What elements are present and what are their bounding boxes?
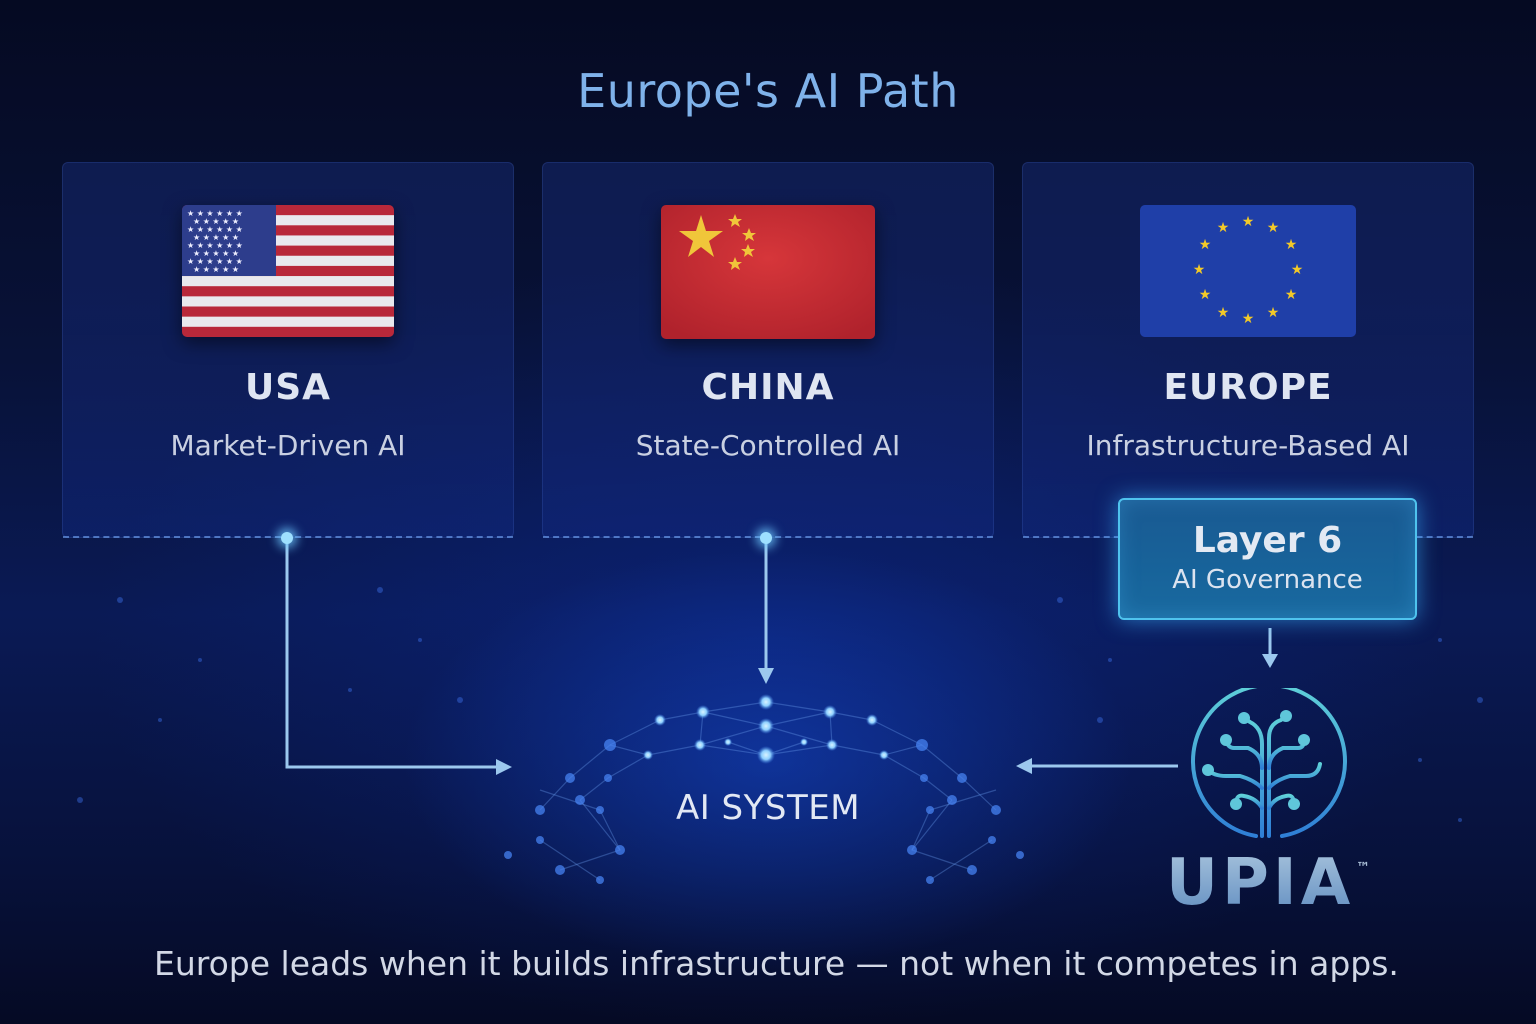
svg-text:★: ★ [1285, 237, 1298, 253]
card-china: CHINA State-Controlled AI [542, 162, 994, 538]
svg-text:★: ★ [1217, 305, 1230, 321]
card-subtitle: Infrastructure-Based AI [1086, 429, 1410, 462]
card-title: EUROPE [1163, 367, 1333, 408]
svg-text:★: ★ [1242, 311, 1255, 327]
card-subtitle: State-Controlled AI [635, 429, 901, 462]
svg-text:★: ★ [1199, 287, 1212, 303]
trademark-mark: ™ [1356, 860, 1370, 876]
card-usa: ★ ★ ★ ★ ★ ★ ★ ★ ★ ★ ★ ★ ★ ★ ★ ★ ★ ★ ★ ★ … [62, 162, 514, 538]
svg-text:★ ★ ★ ★ ★: ★ ★ ★ ★ ★ [193, 265, 239, 274]
card-title: USA [244, 367, 332, 408]
brain-circuit-icon [1191, 688, 1347, 838]
svg-text:★ ★ ★ ★ ★: ★ ★ ★ ★ ★ [193, 249, 239, 258]
card-subtitle: Market-Driven AI [170, 429, 406, 462]
page-title: Europe's AI Path [577, 64, 959, 118]
ai-system-label: AI SYSTEM [675, 788, 861, 828]
svg-text:★: ★ [1242, 214, 1255, 230]
upia-brand-name: UPIA [1166, 846, 1355, 920]
svg-text:★: ★ [1285, 287, 1298, 303]
layer-subtitle: AI Governance [1172, 565, 1363, 595]
svg-text:★ ★ ★ ★ ★: ★ ★ ★ ★ ★ [193, 233, 239, 242]
svg-text:★ ★ ★ ★ ★: ★ ★ ★ ★ ★ [193, 217, 239, 226]
svg-text:★ ★ ★ ★ ★ ★: ★ ★ ★ ★ ★ ★ [187, 209, 243, 218]
svg-text:★ ★ ★ ★ ★ ★: ★ ★ ★ ★ ★ ★ [187, 257, 243, 266]
us-flag-icon: ★ ★ ★ ★ ★ ★ ★ ★ ★ ★ ★ ★ ★ ★ ★ ★ ★ ★ ★ ★ … [182, 205, 394, 337]
svg-text:★: ★ [1199, 237, 1212, 253]
svg-text:★: ★ [1193, 262, 1206, 278]
tagline: Europe leads when it builds infrastructu… [154, 944, 1399, 983]
svg-text:★: ★ [1267, 305, 1280, 321]
svg-text:★: ★ [1267, 220, 1280, 236]
layer-6-box: Layer 6 AI Governance [1118, 498, 1417, 620]
svg-text:★ ★ ★ ★ ★ ★: ★ ★ ★ ★ ★ ★ [187, 225, 243, 234]
usa-connector-node [281, 532, 293, 544]
china-connector-node [760, 532, 772, 544]
svg-text:★: ★ [1291, 262, 1304, 278]
eu-flag-icon: ★ ★ ★ ★ ★ ★ ★ ★ ★ ★ ★ ★ [1140, 205, 1356, 337]
svg-text:★: ★ [1217, 220, 1230, 236]
layer-title: Layer 6 [1192, 520, 1343, 561]
svg-text:★ ★ ★ ★ ★ ★: ★ ★ ★ ★ ★ ★ [187, 241, 243, 250]
china-flag-icon [661, 205, 875, 339]
neural-network-icon [539, 701, 997, 881]
card-title: CHINA [701, 367, 835, 408]
